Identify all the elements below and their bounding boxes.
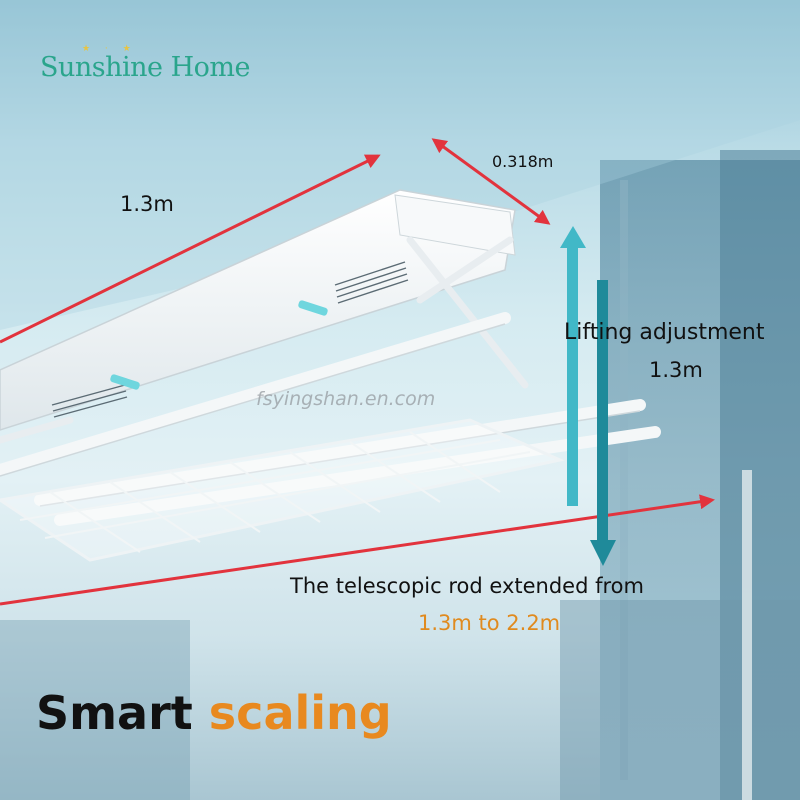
background-buildings	[0, 150, 800, 800]
rod-range: 1.3m to 2.2m	[418, 611, 561, 635]
width-label: 0.318m	[492, 152, 554, 171]
headline: Smart scaling	[36, 686, 392, 740]
watermark: fsyingshan.en.com	[256, 388, 436, 410]
brand-logo-text: Sunshine Home	[40, 52, 251, 83]
lifting-title: Lifting adjustment	[564, 320, 765, 345]
rod-description: The telescopic rod extended from	[290, 574, 644, 598]
star-icon: ★ · ★	[82, 44, 137, 54]
width-double-headed-arrow-icon	[431, 138, 551, 225]
up-arrow-icon	[560, 226, 586, 506]
headline-main: Smart	[36, 686, 193, 740]
ceiling	[0, 0, 800, 330]
rod-length-arrow-icon	[0, 494, 715, 606]
down-arrow-icon	[590, 280, 616, 566]
length-arrow-icon	[0, 154, 381, 344]
length-label: 1.3m	[120, 192, 174, 216]
headline-accent: scaling	[208, 686, 392, 740]
lifting-value: 1.3m	[649, 358, 703, 382]
